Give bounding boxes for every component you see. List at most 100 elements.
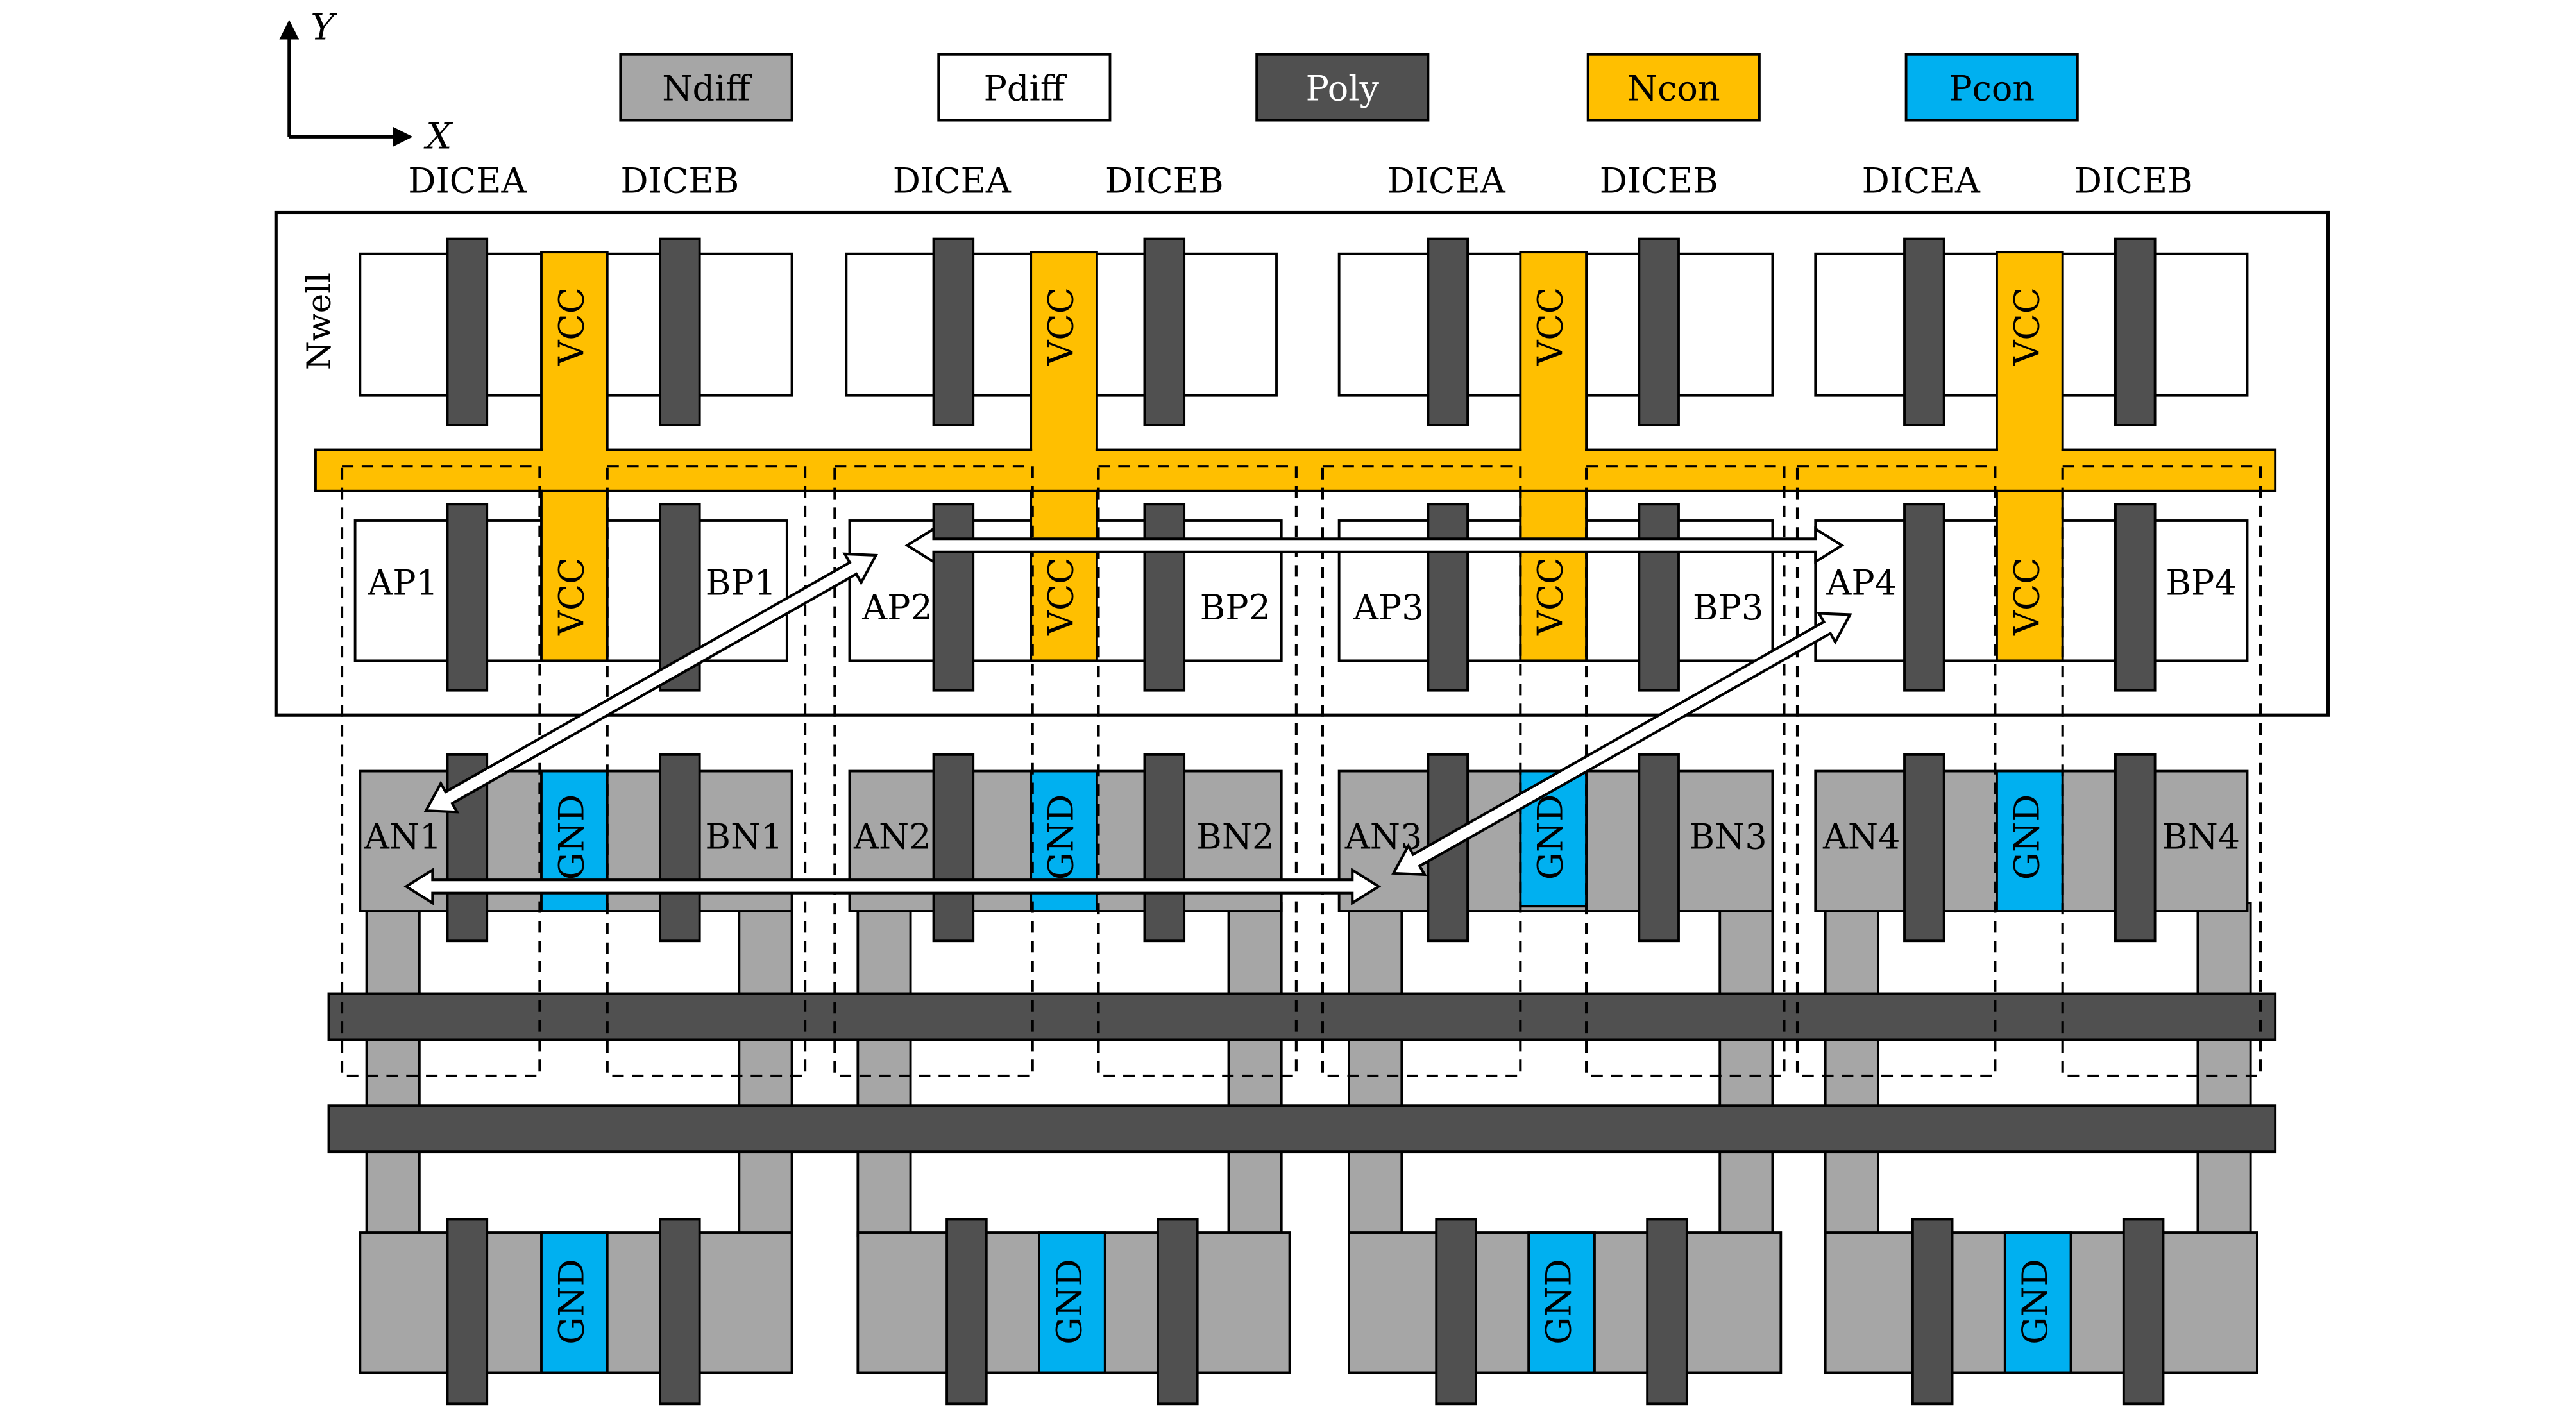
poly-gate [1903,503,1945,692]
gnd-label: GND [1041,794,1081,880]
an-label: AN4 [1822,816,1901,857]
gnd-label: GND [1049,1259,1089,1345]
poly-gate [932,237,975,426]
ndiff-wire [1824,902,1879,1238]
ap-label: AP4 [1826,563,1897,603]
dice-header-a: DICEA [893,161,1012,201]
gnd-contact [540,1231,609,1374]
dice-header-a: DICEA [408,161,527,201]
poly-gate [945,1218,988,1406]
ndiff-wire [365,902,421,1238]
vcc-label: VCC [1530,287,1571,366]
vcc-label: VCC [2006,287,2047,366]
legend-swatch-ndiff [619,53,793,122]
legend-label-pdiff: Pdiff [984,69,1067,109]
gnd-contact [1995,769,2064,912]
poly-gate [446,503,489,692]
horizontal-poly-bar [327,992,2277,1041]
gnd-label: GND [551,794,591,880]
dice-header-a: DICEA [1862,161,1981,201]
legend-label-ndiff: Ndiff [662,69,752,109]
poly-gate [2114,237,2157,426]
upper-pdiff-layer [359,237,2249,426]
vcc-label: VCC [1530,557,1571,636]
arrow-an1-ap2 [423,552,878,814]
legend-item-ncon: Ncon [1586,53,1761,122]
dice-header-b: DICEB [1600,161,1718,201]
legend-swatch-pdiff [937,53,1112,122]
poly-gate [1143,503,1186,692]
dashed-cell-outline [833,465,1034,1077]
poly-gate [1638,753,1680,943]
vcc-contact [1030,489,1098,662]
poly-gate [1911,1218,1954,1406]
poly-gate [1143,753,1186,943]
poly-gate [1435,1218,1477,1406]
bn-label: BN2 [1196,816,1274,857]
bp-label: BP3 [1693,587,1763,628]
dashed-cell-outline [1097,465,1298,1077]
horizontal-poly-bar [327,1104,2277,1154]
poly-gate [2114,753,2157,943]
vcc-junction [543,448,606,493]
legend-label-pcon: Pcon [1949,69,2035,109]
poly-gate [659,753,701,943]
an-label: AN1 [364,816,442,857]
bp-label: BP2 [1200,587,1271,628]
ndiff-wire [738,902,793,1238]
interaction-arrows [403,526,1852,905]
bn-label: BN4 [2162,816,2240,857]
poly-gate [1427,237,1470,426]
bn-label: BN1 [705,816,783,857]
dashed-cell-outline [340,465,541,1077]
poly-gate [1903,753,1945,943]
legend-item-ndiff: Ndiff [619,53,793,122]
arrow-an1-an3 [403,868,1382,905]
bp-label: BP4 [2165,563,2236,603]
y-axis-label: Y [310,7,337,49]
ndiff-wire [2196,902,2252,1238]
poly-gate [1638,237,1680,426]
dashed-cell-outline [1795,465,1997,1077]
gnd-contact [1038,1231,1106,1374]
poly-gate [1638,503,1680,692]
gnd-label: GND [2006,794,2047,880]
ap-label: AP2 [861,587,933,628]
dashed-cell-outline [2061,465,2262,1077]
poly-gate [1427,503,1470,692]
vcc-junction [1521,448,1586,493]
nwell-region [274,210,2330,717]
poly-gate [2122,1218,2165,1406]
vcc-label: VCC [1041,557,1081,636]
vcc-contact [540,489,609,662]
gnd-label: GND [551,1259,591,1345]
legend-item-poly: Poly [1255,53,1430,122]
vcc-contact [1519,489,1588,662]
legend-label-poly: Poly [1306,69,1380,109]
poly-gate [1157,1218,1199,1406]
dice-header-b: DICEB [620,161,739,201]
vcc-label: VCC [551,557,591,636]
poly-gate [1143,237,1186,426]
legend-item-pdiff: Pdiff [937,53,1112,122]
ndiff-wire [1348,902,1403,1238]
axis-indicator: Y X [279,7,453,157]
dice-header-a: DICEA [1387,161,1506,201]
vcc-junction [1032,448,1096,493]
legend: Ndiff Pdiff Poly Ncon Pcon [619,53,2079,122]
arrow-ap2-ap4 [904,526,1845,564]
poly-gate [446,1218,489,1406]
ndiff-wire [856,902,912,1238]
poly-gate [659,1218,701,1406]
vcc-junction [1997,448,2062,493]
arrow-an3-ap4 [1391,612,1852,877]
poly-gate [659,237,701,426]
poly-gate [2114,503,2157,692]
dice-header-b: DICEB [1105,161,1224,201]
ndiff-wire [1718,902,1774,1238]
ap-label: AP1 [367,563,438,603]
poly-gate [932,503,975,692]
